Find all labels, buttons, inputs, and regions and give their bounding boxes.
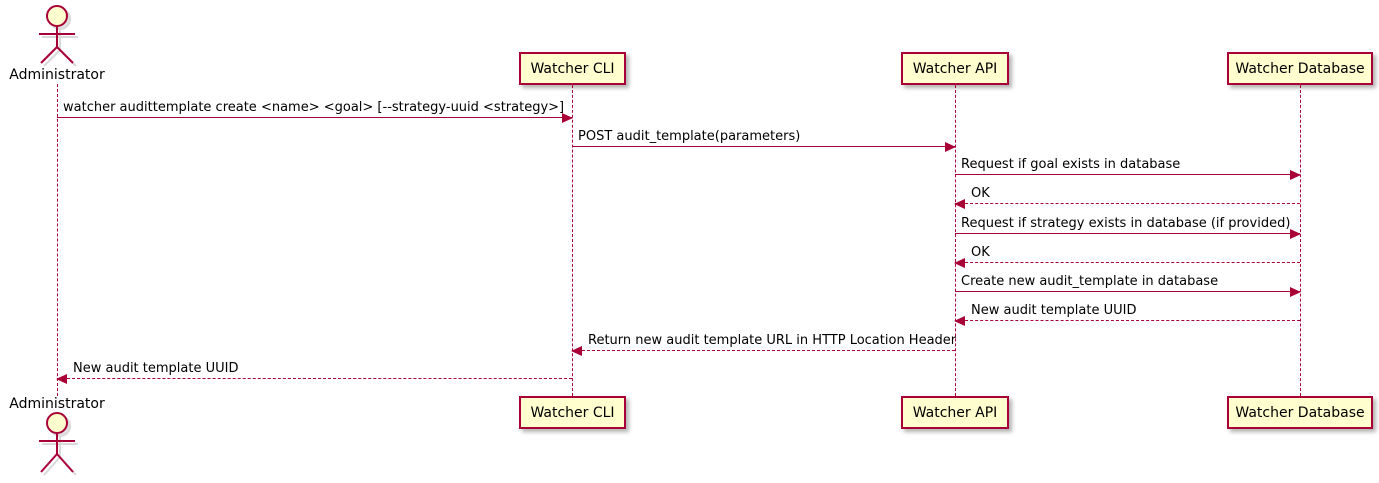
message-arrow [571,346,955,356]
actor-name-bottom: Administrator [9,396,105,412]
participant-box-watcher-api-bottom: Watcher API [901,396,1009,429]
arrowhead-icon [571,346,582,356]
participant-box-watcher-api-top: Watcher API [901,52,1009,85]
message-label: New audit template UUID [73,361,239,376]
message-arrow [56,374,572,384]
message-ok-strategy: OK [954,245,1300,268]
arrowhead-icon [56,374,67,384]
message-create-audittemplate: watcher audittemplate create <name> <goa… [57,100,573,123]
participant-box-watcher-database-top: Watcher Database [1227,52,1373,85]
arrowhead-icon [954,258,965,268]
lifeline-watcher-api [955,85,956,396]
message-label: Return new audit template URL in HTTP Lo… [588,333,957,348]
arrowhead-icon [1290,287,1301,297]
message-label: OK [971,245,990,260]
message-arrow [954,316,1300,326]
message-create-audit-template-db: Create new audit_template in database [955,274,1301,297]
message-ok-goal: OK [954,186,1300,209]
message-arrow [954,199,1300,209]
message-label: New audit template UUID [971,303,1137,318]
actor-icon [39,412,78,476]
message-arrow [57,113,573,123]
participant-box-watcher-cli-bottom: Watcher CLI [519,396,626,429]
message-label: Request if strategy exists in database (… [961,216,1291,231]
message-new-uuid-to-admin: New audit template UUID [56,361,572,384]
arrowhead-icon [954,199,965,209]
arrowhead-icon [945,142,956,152]
arrowhead-icon [562,113,573,123]
message-arrow [955,287,1301,297]
message-label: Create new audit_template in database [961,274,1219,289]
message-post-audit-template: POST audit_template(parameters) [572,129,956,152]
actor-name-top: Administrator [9,67,105,83]
message-label: POST audit_template(parameters) [578,129,801,144]
participant-box-watcher-cli-top: Watcher CLI [519,52,626,85]
lifeline-watcher-cli [572,85,573,396]
message-request-goal-exists: Request if goal exists in database [955,157,1301,180]
message-arrow [955,229,1301,239]
message-arrow [572,142,956,152]
arrowhead-icon [1290,170,1301,180]
message-arrow [954,258,1300,268]
message-new-uuid-from-db: New audit template UUID [954,303,1300,326]
message-arrow [955,170,1301,180]
actor-icon [39,5,78,67]
lifeline-watcher-database [1300,85,1301,396]
message-request-strategy-exists: Request if strategy exists in database (… [955,216,1301,239]
message-label: OK [971,186,990,201]
lifeline-administrator [57,84,58,396]
arrowhead-icon [954,316,965,326]
participant-box-watcher-database-bottom: Watcher Database [1227,396,1373,429]
arrowhead-icon [1290,229,1301,239]
message-label: watcher audittemplate create <name> <goa… [63,100,565,115]
message-label: Request if goal exists in database [961,157,1181,172]
message-return-url-location-header: Return new audit template URL in HTTP Lo… [571,333,957,356]
